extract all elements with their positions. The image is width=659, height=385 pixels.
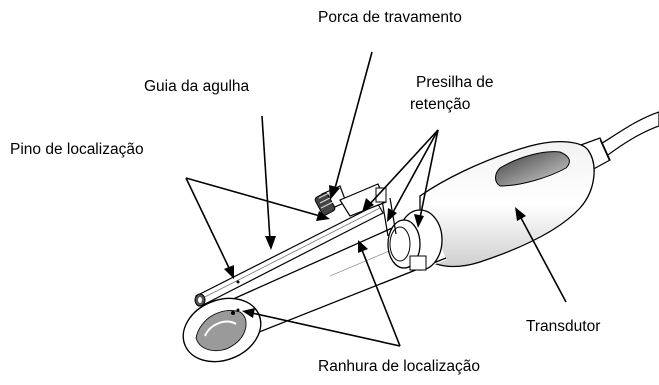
label-locating-pin: Pino de localização <box>10 141 144 158</box>
transducer-handle <box>419 140 595 268</box>
leader-lines <box>185 51 567 347</box>
locating-pin-mark <box>236 280 240 284</box>
label-retaining-clip: Presilha de <box>416 74 494 91</box>
locating-slot-mark <box>231 311 235 315</box>
lock-nut <box>314 183 387 217</box>
label-retaining-clip-line2: retenção <box>410 96 471 113</box>
transducer-tip <box>182 297 262 363</box>
label-lock-nut: Porca de travamento <box>318 9 462 26</box>
needle-guide <box>194 203 384 307</box>
retaining-clip <box>381 197 443 271</box>
label-needle-guide: Guia da agulha <box>144 78 250 95</box>
label-locating-slot: Ranhura de localização <box>318 358 480 375</box>
label-transducer: Transdutor <box>526 318 601 335</box>
